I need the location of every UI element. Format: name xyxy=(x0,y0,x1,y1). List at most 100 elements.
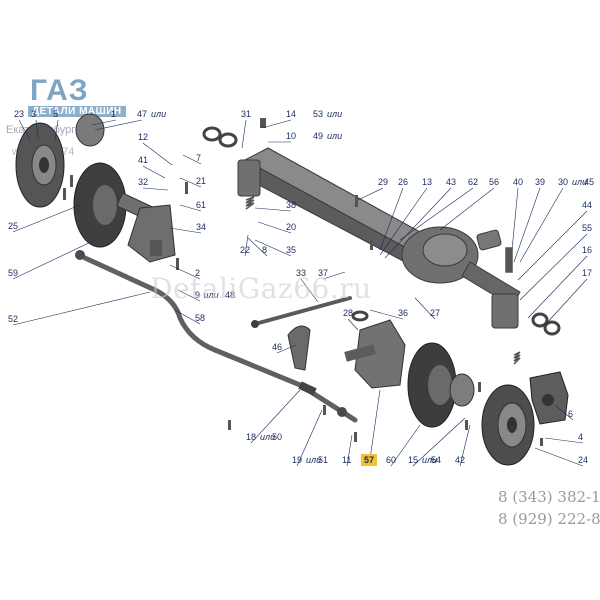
callout-leader-line xyxy=(250,389,301,444)
callout-label-43[interactable]: 43 xyxy=(446,177,456,187)
callout-label-61[interactable]: 61 xyxy=(196,200,206,210)
callout-label-5[interactable]: 5 xyxy=(53,109,58,119)
callout-label-30[interactable]: 30 xyxy=(558,177,568,187)
callout-leader-line xyxy=(384,187,452,259)
callout-label-49[interactable]: 49 xyxy=(313,131,323,141)
callout-or-word: или xyxy=(327,131,342,141)
callout-label-28[interactable]: 28 xyxy=(343,308,353,318)
callout-or-word: или xyxy=(572,177,587,187)
callout-leader-line xyxy=(368,389,381,467)
callout-label-56[interactable]: 56 xyxy=(489,177,499,187)
callout-label-22[interactable]: 22 xyxy=(240,245,250,255)
callout-label-26[interactable]: 26 xyxy=(398,177,408,187)
callout-leader-line xyxy=(169,227,202,234)
callout-leader-line xyxy=(346,434,353,467)
callout-label-35[interactable]: 35 xyxy=(286,245,296,255)
callout-label-37[interactable]: 37 xyxy=(318,268,328,278)
callout-leader-line xyxy=(534,447,584,467)
callout-label-46[interactable]: 46 xyxy=(272,342,282,352)
callout-label-6[interactable]: 6 xyxy=(568,409,573,419)
callout-label-16[interactable]: 16 xyxy=(582,245,592,255)
site-watermark: DetaliGaz66.ru xyxy=(150,272,372,305)
callout-leader-line xyxy=(527,255,588,319)
callout-label-52[interactable]: 52 xyxy=(8,314,18,324)
callout-label-53[interactable]: 53 xyxy=(313,109,323,119)
callout-label-20[interactable]: 20 xyxy=(286,222,296,232)
right-backing-plate xyxy=(407,342,457,428)
phone-number-2: 8 (929) 222-8 xyxy=(498,510,600,528)
callout-label-11[interactable]: 11 xyxy=(342,455,351,465)
tie-rod xyxy=(75,250,358,423)
callout-label-34[interactable]: 34 xyxy=(196,222,206,232)
callout-label-29[interactable]: 29 xyxy=(378,177,388,187)
callout-leader-line xyxy=(412,417,466,467)
callout-label-25[interactable]: 25 xyxy=(8,221,18,231)
callout-label-38[interactable]: 38 xyxy=(286,200,296,210)
callout-leader-line xyxy=(241,119,247,149)
callout-label-9[interactable]: 9 xyxy=(195,290,200,300)
callout-or-word: или xyxy=(422,455,437,465)
callout-label-12[interactable]: 12 xyxy=(138,132,148,142)
callout-label-48[interactable]: 48 xyxy=(225,290,235,300)
callout-leader-line xyxy=(347,318,359,331)
callout-label-57[interactable]: 57 xyxy=(364,455,374,465)
callout-leader-line xyxy=(544,437,584,444)
callout-label-7[interactable]: 7 xyxy=(196,153,201,163)
gaz-logo: ГАЗ ДЕТАЛИ МАШИН xyxy=(0,74,150,117)
callout-leader-line xyxy=(399,187,474,241)
callout-label-45[interactable]: 45 xyxy=(584,177,594,187)
callout-label-62[interactable]: 62 xyxy=(468,177,478,187)
callout-or-word: или xyxy=(260,432,275,442)
callout-leader-line xyxy=(379,187,428,256)
callout-label-27[interactable]: 27 xyxy=(430,308,440,318)
callout-label-41[interactable]: 41 xyxy=(138,155,148,165)
callout-leader-line xyxy=(369,309,404,320)
callout-label-8[interactable]: 8 xyxy=(262,245,267,255)
callout-label-59[interactable]: 59 xyxy=(8,268,18,278)
callout-or-word: или xyxy=(327,109,342,119)
callout-label-4[interactable]: 4 xyxy=(578,432,583,442)
callout-label-55[interactable]: 55 xyxy=(582,223,592,233)
callout-label-32[interactable]: 32 xyxy=(138,177,148,187)
callout-label-39[interactable]: 39 xyxy=(535,177,545,187)
callout-label-18[interactable]: 18 xyxy=(246,432,256,442)
callout-label-13[interactable]: 13 xyxy=(422,177,432,187)
callout-label-23[interactable]: 23 xyxy=(14,109,24,119)
callout-label-33[interactable]: 33 xyxy=(296,268,306,278)
callout-label-14[interactable]: 14 xyxy=(286,109,296,119)
callout-label-44[interactable]: 44 xyxy=(582,200,592,210)
callout-label-36[interactable]: 36 xyxy=(398,308,408,318)
callout-label-42[interactable]: 42 xyxy=(455,455,465,465)
callout-label-31[interactable]: 31 xyxy=(241,109,251,119)
callout-label-17[interactable]: 17 xyxy=(582,268,592,278)
left-brake-disc xyxy=(15,122,65,208)
callout-label-50[interactable]: 50 xyxy=(272,432,282,442)
callout-label-58[interactable]: 58 xyxy=(195,313,205,323)
callout-leader-line xyxy=(390,424,421,467)
callout-label-54[interactable]: 54 xyxy=(431,455,441,465)
callout-leader-line xyxy=(94,119,143,131)
callout-label-3[interactable]: 3 xyxy=(31,109,36,119)
drag-link xyxy=(251,296,352,371)
callout-label-24[interactable]: 24 xyxy=(578,455,588,465)
callout-label-21[interactable]: 21 xyxy=(196,176,206,186)
callout-leader-line xyxy=(142,142,173,166)
callout-label-40[interactable]: 40 xyxy=(513,177,523,187)
callout-leader-line xyxy=(142,165,166,179)
callout-label-19[interactable]: 19 xyxy=(292,455,302,465)
callout-leader-line xyxy=(182,154,202,165)
callout-leader-line xyxy=(169,264,201,280)
callout-label-60[interactable]: 60 xyxy=(386,455,396,465)
callout-label-47[interactable]: 47 xyxy=(137,109,147,119)
callout-label-10[interactable]: 10 xyxy=(286,131,296,141)
callout-label-51[interactable]: 51 xyxy=(318,455,328,465)
callout-leader-line xyxy=(459,424,471,467)
callout-label-2[interactable]: 2 xyxy=(195,268,200,278)
callout-leader-line xyxy=(513,187,541,263)
callout-label-15[interactable]: 15 xyxy=(408,455,418,465)
callout-leader-line xyxy=(511,187,519,251)
callout-label-1[interactable]: 1 xyxy=(111,109,116,119)
callout-leader-line xyxy=(244,234,249,257)
